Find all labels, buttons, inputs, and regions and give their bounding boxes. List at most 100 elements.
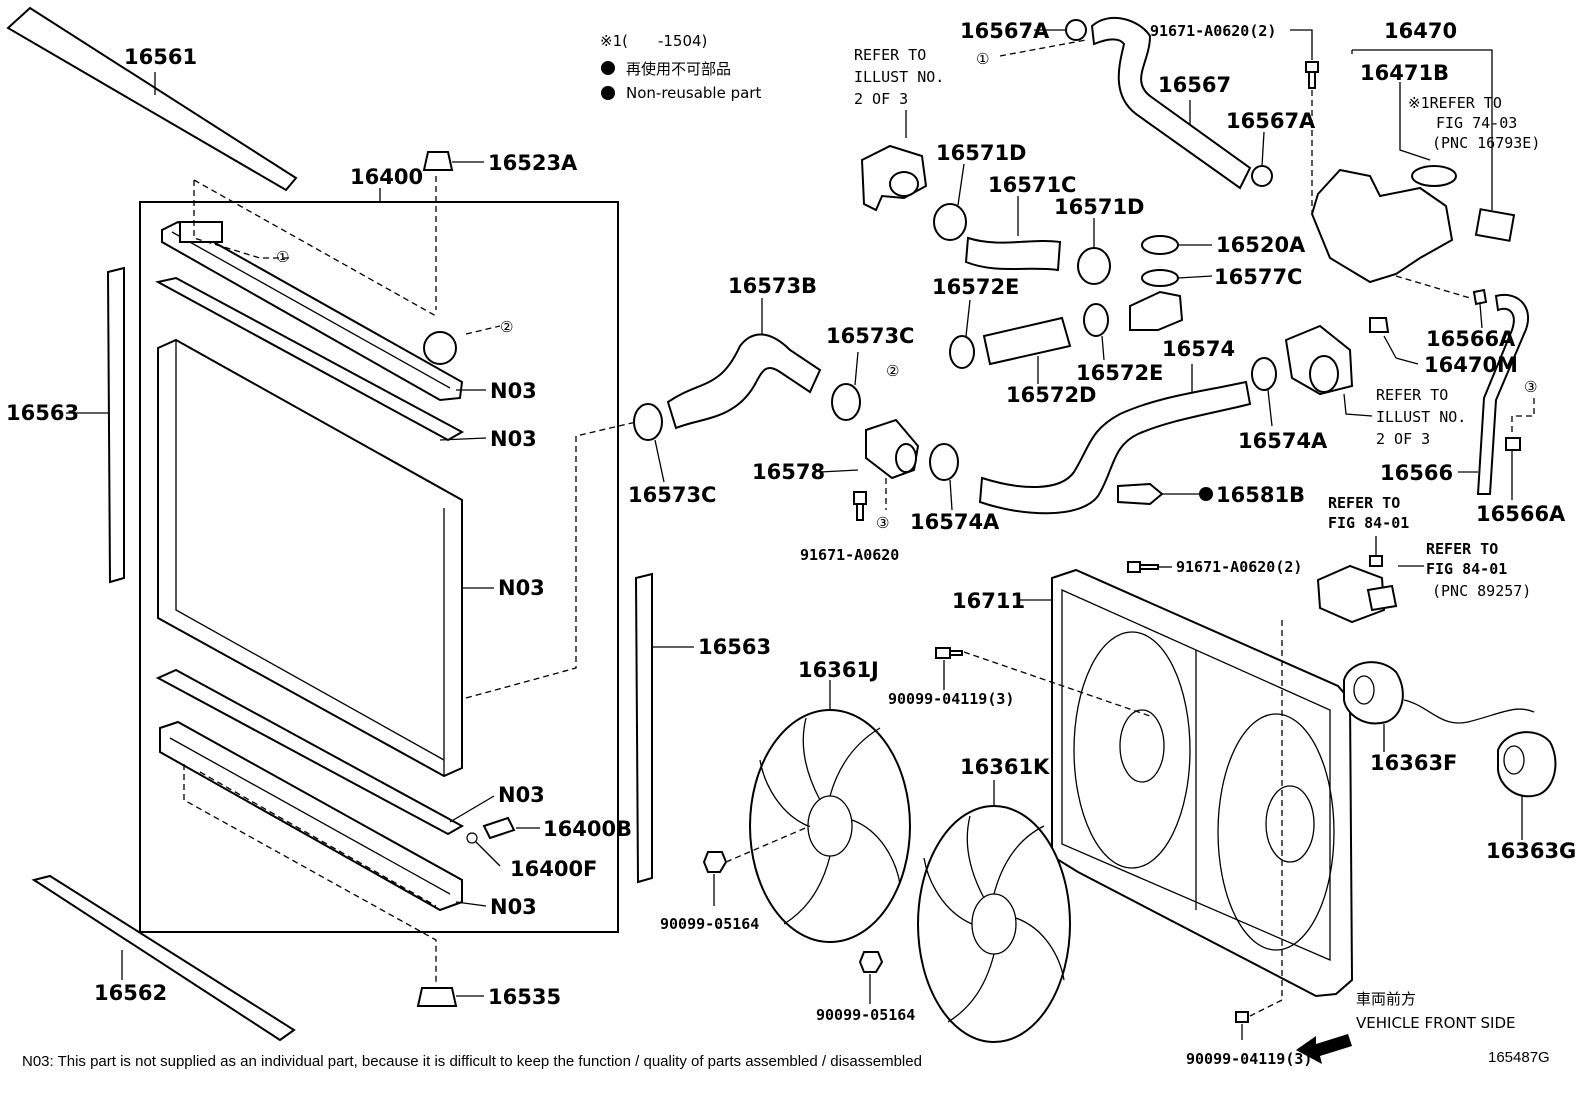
label-16563-left: 16563 [6,401,79,425]
marker-3-mid: ③ [876,514,889,532]
footer-n03-note: N03: This part is not supplied as an ind… [22,1053,922,1070]
label-16563-right: 16563 [698,635,771,659]
ref-illust-top-1: REFER TO [854,46,926,64]
hose-clamp-16573c-right [831,383,861,421]
reservoir-cap [1411,165,1457,187]
label-16535: 16535 [488,985,561,1009]
label-90099-05164-a: 90099-05164 [660,915,759,933]
label-16574a-bottom: 16574A [910,510,1000,534]
bypass-hose-16571c [964,236,1062,272]
radiator-cap-neck [423,331,457,365]
radiator-core [157,338,463,778]
label-91671-a0620: 91671-A0620 [800,546,899,564]
label-16572e-b: 16572E [1076,361,1163,385]
ref-illust-right-2: ILLUST NO. [1376,408,1466,426]
label-16571d-b: 16571D [1054,195,1145,219]
figure-code: 165487G [1488,1049,1550,1066]
bolt-91671-a0620-top [1305,61,1319,89]
bolt-shroud-mid [935,647,963,659]
overflow-hose-16566 [1476,293,1530,495]
ref-fig8401a-1: REFER TO [1328,494,1400,512]
legend-note1: ※1( -1504) [600,32,707,50]
legend-dot-en [601,86,615,100]
label-16400f: 16400F [510,857,597,881]
label-16566: 16566 [1380,461,1453,485]
shroud-fan-ring-right [1217,713,1335,951]
label-16363f: 16363F [1370,751,1457,775]
label-n03-5: N03 [490,895,537,919]
nut-fan-16361k [858,951,884,973]
label-n03-3: N03 [498,576,545,600]
bushing-lower [416,987,458,1007]
ref-fig7403-2: FIG 74-03 [1436,114,1517,132]
marker-2-left: ② [500,318,513,336]
hose-clamp-16572e-left [949,335,975,369]
fan-controller [1316,564,1386,624]
front-label-jp: 車両前方 [1356,990,1416,1008]
label-16567: 16567 [1158,73,1231,97]
hose-clamp-16581b [1117,482,1164,506]
label-16571c: 16571C [988,173,1076,197]
label-16561: 16561 [124,45,197,69]
label-n03-2: N03 [490,427,537,451]
label-16567a-top: 16567A [960,19,1050,43]
label-16562: 16562 [94,981,167,1005]
legend-dot-jp [601,61,615,75]
label-16572d: 16572D [1006,383,1097,407]
label-16470: 16470 [1384,19,1457,43]
legend-nonreusable-en: Non-reusable part [626,84,761,102]
label-90099-04119-3-top: 90099-04119(3) [888,690,1014,708]
hose-clamp-16572e-right [1083,303,1109,337]
label-16567a: 16567A [1226,109,1316,133]
label-16573c-bottom: 16573C [628,483,716,507]
legend-nonreusable-jp: 再使用不可部品 [626,60,731,78]
ref-fig8401b-2: FIG 84-01 [1426,560,1507,578]
label-90099-05164-b: 90099-05164 [816,1006,915,1024]
label-16573c-top: 16573C [826,324,914,348]
radiator-hose-lower [666,333,822,430]
label-16574: 16574 [1162,337,1235,361]
label-16471b: 16471B [1360,61,1449,85]
front-label-en: VEHICLE FRONT SIDE [1356,1014,1516,1032]
marker-1-top: ① [976,50,989,68]
hose-clamp-16566a-bottom [1505,437,1521,451]
coolant-reservoir [1310,168,1454,284]
label-n03-4: N03 [498,783,545,807]
label-16573b: 16573B [728,274,817,298]
hose-clamp-16567a-top [1065,19,1087,41]
bolt-shroud-bottom [1235,1011,1249,1023]
label-16572e-a: 16572E [932,275,1019,299]
marker-3-right: ③ [1524,378,1537,396]
reservoir-hose-16567 [1090,16,1252,190]
cap-16520a [1141,235,1179,255]
bushing-upper [422,151,454,171]
radiator-hose-upper [978,380,1252,515]
fan-connector [1366,584,1398,612]
hose-clamp-16574a-lower [929,443,959,481]
cooling-fan-16361k [917,805,1071,1043]
ref-fig7403-1: ※1REFER TO [1408,94,1502,112]
radiator-top-seal [155,276,465,442]
fan-motor-16363g [1497,731,1557,798]
label-16566a-b: 16566A [1476,502,1566,526]
hose-clamp-16574a-right [1251,357,1277,391]
non-reusable-dot-16581b [1199,487,1213,501]
label-16574a-right: 16574A [1238,429,1328,453]
vehicle-front-arrow [1296,1034,1352,1064]
ref-fig7403-3: (PNC 16793E) [1432,134,1540,152]
label-16523a: 16523A [488,151,578,175]
hose-clamp-16571d-right [1077,247,1111,285]
label-16400b: 16400B [543,817,632,841]
drain-cock [482,816,516,840]
hose-16572d [982,316,1072,366]
label-16577c: 16577C [1214,265,1302,289]
hose-clamp-16573c-left [633,403,663,441]
ref-illust-top-2: ILLUST NO. [854,68,944,86]
radiator-seal-lower [31,874,296,1042]
ref-fig8401b-3: (PNC 89257) [1432,582,1531,600]
hose-clamp-16566a-top [1472,288,1488,306]
label-n03-1: N03 [490,379,537,403]
label-16566a-a: 16566A [1426,327,1516,351]
fan-shroud [1051,568,1354,998]
